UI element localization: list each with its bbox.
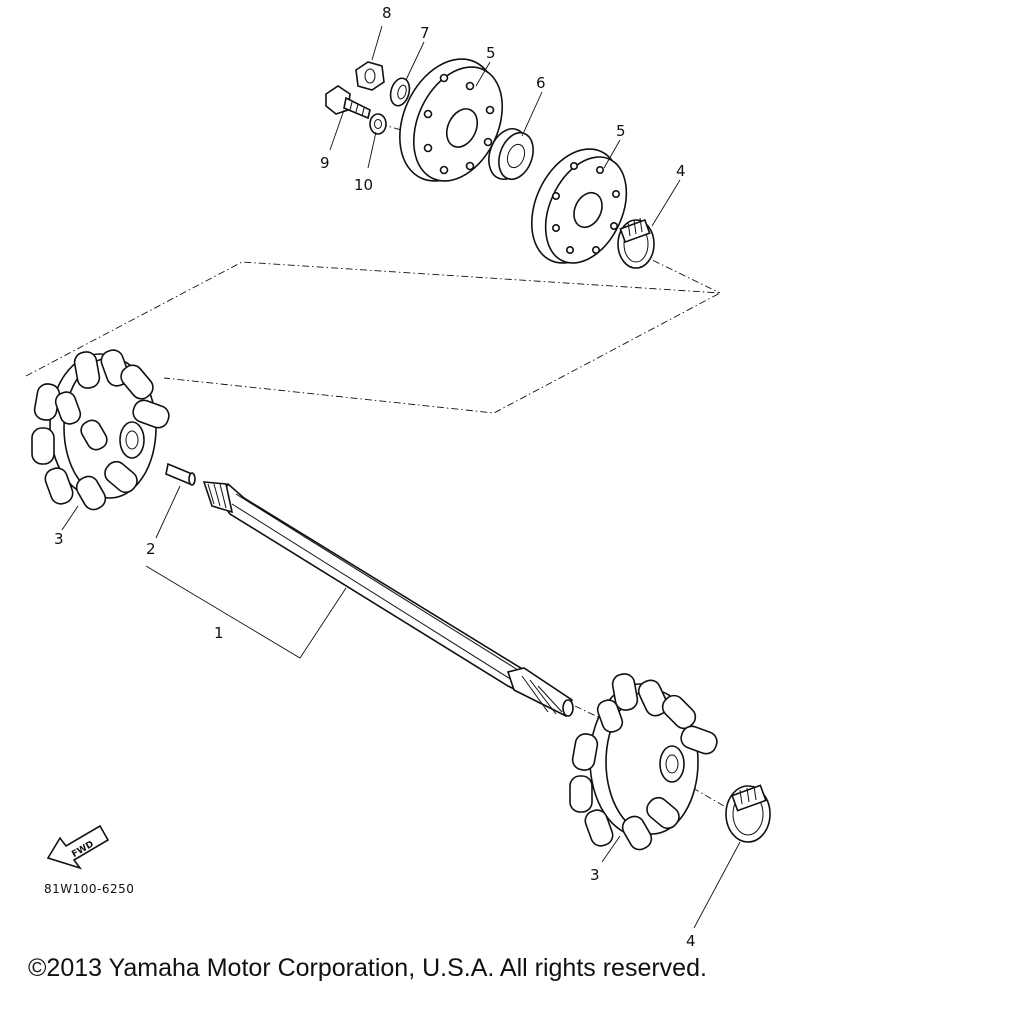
sprocket-right [569, 673, 718, 851]
callout-4-lower: 4 [686, 932, 696, 950]
flange-plate-lower [530, 148, 628, 264]
washer [389, 77, 411, 107]
copyright-notice: ©2013 Yamaha Motor Corporation, U.S.A. A… [28, 954, 707, 982]
callout-5-lower: 5 [616, 122, 626, 140]
flange-plate-upper [399, 58, 504, 182]
callout-7: 7 [420, 24, 430, 42]
callout-9: 9 [320, 154, 330, 172]
callout-8: 8 [382, 4, 392, 22]
callout-3-left: 3 [54, 530, 64, 548]
callout-1: 1 [214, 624, 224, 642]
callout-5-upper: 5 [486, 44, 496, 62]
bolt [325, 85, 371, 120]
clamp-upper [617, 217, 655, 269]
callout-2: 2 [146, 540, 156, 558]
nut [355, 61, 385, 91]
pin [165, 462, 196, 486]
callout-3-right: 3 [590, 866, 600, 884]
bearing [488, 128, 534, 181]
sprocket-left [31, 349, 170, 511]
callout-6: 6 [536, 74, 546, 92]
clamp-lower [725, 784, 771, 843]
leader-lines [61, 25, 741, 929]
callout-4-upper: 4 [676, 162, 686, 180]
callout-labels: 8 7 5 6 5 4 9 10 3 2 1 3 4 [54, 4, 696, 950]
drive-axle [202, 481, 574, 718]
assembly-guide-dashed [25, 261, 722, 414]
callout-10: 10 [354, 176, 373, 194]
figure-code: 81W100-6250 [44, 882, 134, 896]
lock-washer [369, 113, 387, 135]
fwd-arrow-icon: FWD [46, 824, 110, 870]
